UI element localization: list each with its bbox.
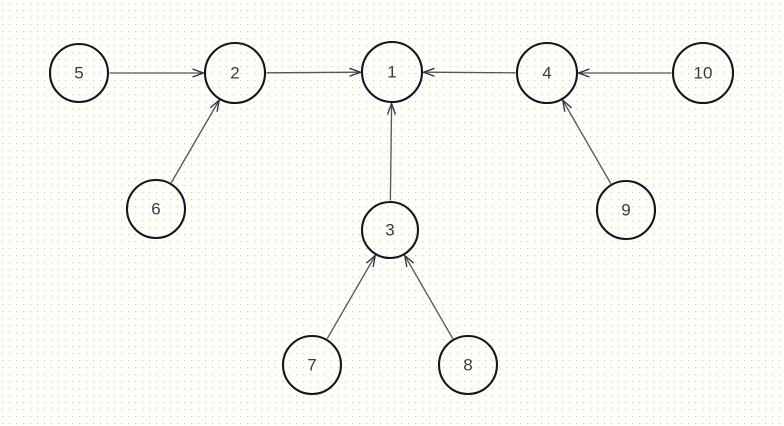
- graph-node-10[interactable]: 10: [671, 41, 735, 105]
- node-circle-9[interactable]: [595, 179, 657, 241]
- node-label-1: 1: [387, 62, 396, 81]
- edges-layer: [109, 67, 672, 339]
- arrowhead-icon: [365, 253, 377, 268]
- graph-node-5[interactable]: 5: [48, 42, 110, 104]
- node-label-4: 4: [542, 63, 551, 82]
- edge-10-to-4: [576, 68, 672, 78]
- graph-node-3[interactable]: 3: [360, 200, 420, 260]
- node-label-8: 8: [463, 355, 472, 374]
- node-circle-3[interactable]: [360, 200, 420, 260]
- node-circle-5[interactable]: [48, 42, 110, 104]
- nodes-layer: 1 2 3 4 5 6 7 8 9 10: [48, 40, 735, 396]
- edge-5-to-2: [109, 68, 206, 78]
- arrowhead-icon: [421, 67, 435, 77]
- node-circle-2[interactable]: [203, 41, 267, 105]
- arrowhead-icon: [209, 98, 221, 112]
- arrowhead-icon: [349, 67, 363, 77]
- edge-2-to-1: [266, 67, 363, 77]
- graph-node-8[interactable]: 8: [437, 334, 499, 396]
- arrowhead-icon: [386, 101, 397, 115]
- node-circle-10[interactable]: [671, 41, 735, 105]
- node-circle-7[interactable]: [281, 334, 343, 396]
- node-circle-8[interactable]: [437, 334, 499, 396]
- graph-node-9[interactable]: 9: [595, 179, 657, 241]
- graph-node-2[interactable]: 2: [203, 41, 267, 105]
- node-label-10: 10: [694, 63, 713, 82]
- node-label-7: 7: [307, 355, 316, 374]
- arrowhead-icon: [192, 68, 206, 78]
- arrowhead-icon: [561, 98, 573, 112]
- node-label-6: 6: [151, 199, 160, 218]
- arrowhead-icon: [403, 253, 415, 268]
- node-label-5: 5: [74, 63, 83, 82]
- graph-node-1[interactable]: 1: [360, 40, 424, 104]
- node-label-3: 3: [385, 220, 394, 239]
- edge-8-to-3: [403, 253, 454, 339]
- node-circle-6[interactable]: [125, 178, 187, 240]
- arrowhead-icon: [576, 68, 590, 78]
- node-label-9: 9: [621, 200, 630, 219]
- graph-node-7[interactable]: 7: [281, 334, 343, 396]
- edge-4-to-1: [421, 67, 516, 77]
- node-circle-4[interactable]: [515, 41, 579, 105]
- edge-3-to-1: [386, 101, 397, 201]
- graph-node-4[interactable]: 4: [515, 41, 579, 105]
- edge-9-to-4: [561, 98, 612, 184]
- node-circle-1[interactable]: [360, 40, 424, 104]
- edge-7-to-3: [326, 253, 377, 339]
- graph-node-6[interactable]: 6: [125, 178, 187, 240]
- node-label-2: 2: [230, 63, 239, 82]
- edge-6-to-2: [170, 98, 221, 183]
